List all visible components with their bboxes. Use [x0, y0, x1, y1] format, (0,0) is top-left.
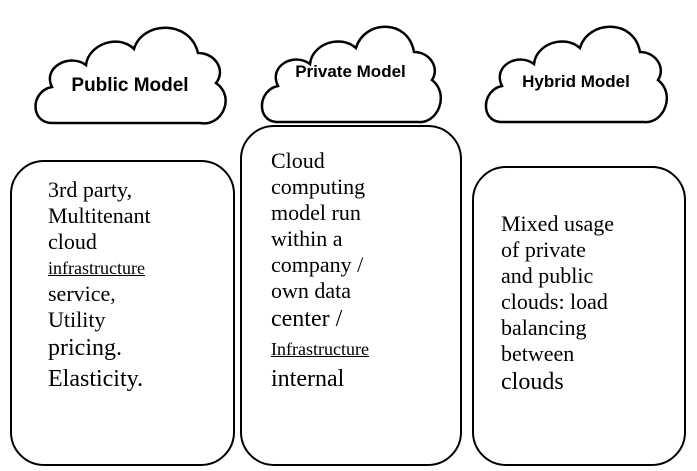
public-model-card [10, 160, 235, 466]
description-line: pricing. [48, 335, 122, 361]
description-line: between [501, 341, 575, 366]
description-line: infrastructure [48, 258, 145, 278]
description-line: and public [501, 263, 594, 288]
description-line: Elasticity. [48, 366, 144, 392]
description-line: Cloud [271, 148, 325, 173]
hybrid-model-cloud: Hybrid Model [482, 10, 670, 130]
description-line: Mixed usage [501, 211, 615, 236]
description-line: 3rd party, [48, 177, 133, 202]
description-line: own data [271, 278, 352, 303]
description-line: company / [271, 252, 364, 277]
description-line: balancing [501, 315, 587, 340]
private-model-description: Cloud computing model run within a compa… [271, 148, 369, 394]
private-model-cloud: Private Model [258, 10, 443, 130]
description-line: Infrastructure [271, 339, 369, 359]
description-line: service, [48, 281, 116, 306]
description-line: computing [271, 174, 366, 199]
description-line: clouds [501, 369, 564, 395]
description-line: internal [271, 366, 345, 392]
description-line: center / [271, 306, 343, 332]
cloud-shape [484, 25, 669, 124]
public-model-title: Public Model [71, 75, 189, 96]
private-model-title: Private Model [295, 62, 406, 81]
description-line: within a [271, 226, 343, 251]
hybrid-model-title: Hybrid Model [522, 72, 630, 91]
hybrid-model-description: Mixed usage of private and public clouds… [501, 211, 614, 397]
description-line: Utility [48, 307, 106, 332]
hybrid-model-card [472, 166, 686, 466]
description-line: Multitenant [48, 203, 151, 228]
cloud-shape [260, 25, 443, 124]
description-line: clouds: load [501, 289, 608, 314]
public-model-description: 3rd party, Multitenant cloud infrastruct… [48, 177, 151, 395]
cloud-shape [34, 26, 227, 125]
description-line: of private [501, 237, 586, 262]
description-line: model run [271, 200, 361, 225]
public-model-cloud: Public Model [30, 5, 230, 135]
description-line: cloud [48, 229, 97, 254]
private-model-card [240, 125, 462, 466]
